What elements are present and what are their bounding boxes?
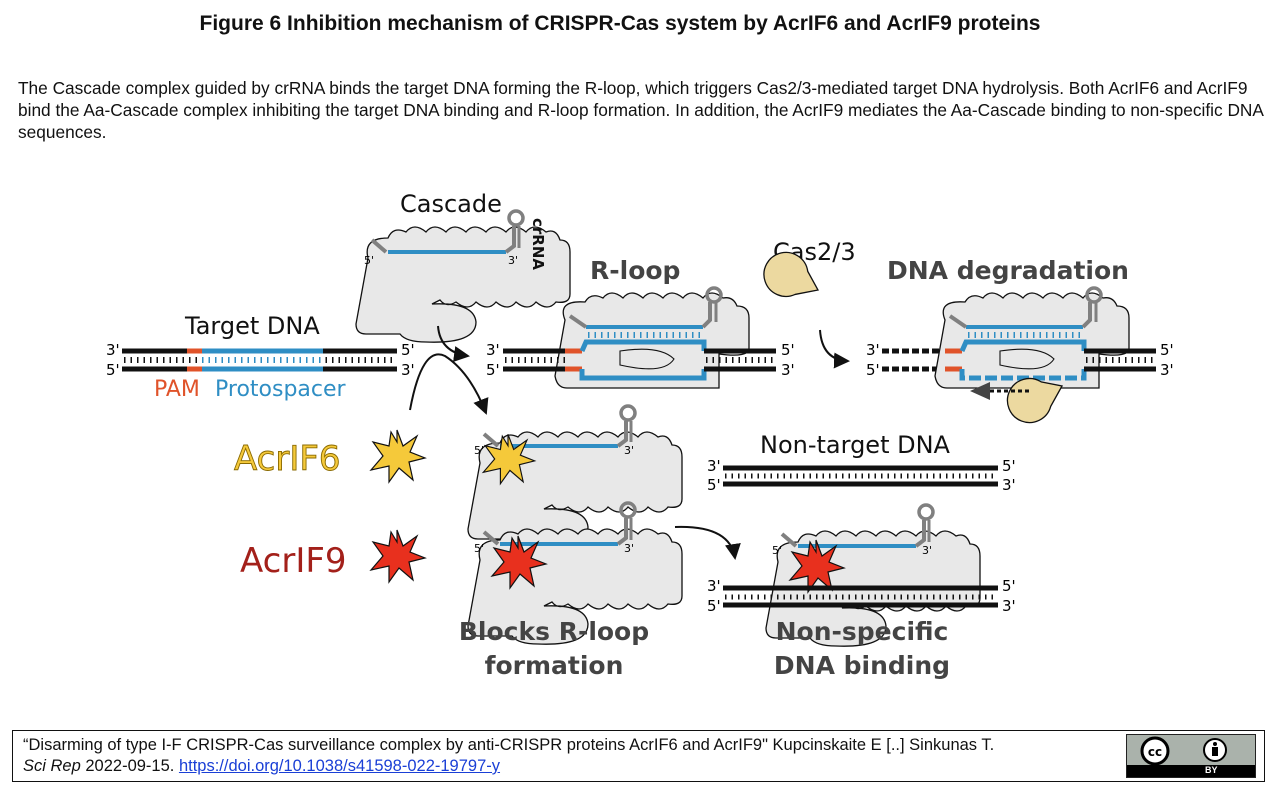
degradation-direction-arrow xyxy=(970,382,990,400)
five-prime-label: 5' xyxy=(474,444,484,457)
three-prime-label: 3' xyxy=(1002,476,1016,494)
five-prime-label: 5' xyxy=(781,341,795,359)
citation-title: “Disarming of type I-F CRISPR-Cas survei… xyxy=(23,736,995,754)
three-prime-label: 3' xyxy=(866,341,880,359)
degradation-complex: 3' 5' 5' 3' xyxy=(866,286,1174,424)
five-prime-label: 5' xyxy=(106,361,120,379)
by-label: BY xyxy=(1205,765,1218,775)
r-loop-label: R-loop xyxy=(590,256,680,285)
three-prime-label: 3' xyxy=(781,361,795,379)
arrow-to-rloop xyxy=(437,325,470,362)
citation-box: “Disarming of type I-F CRISPR-Cas survei… xyxy=(12,730,1265,782)
non-target-dna: 3' 5' 5' 3' xyxy=(707,457,1016,494)
three-prime-label: 3' xyxy=(707,457,721,475)
cc-by-license-badge[interactable]: cc BY xyxy=(1126,734,1256,778)
by-label-bar: BY xyxy=(1127,765,1255,777)
five-prime-label: 5' xyxy=(772,544,782,557)
five-prime-label: 5' xyxy=(1002,457,1016,475)
protospacer-label: Protospacer xyxy=(215,377,347,402)
blocks-rloop-label-line2: formation xyxy=(485,651,624,680)
doi-link[interactable]: https://doi.org/10.1038/s41598-022-19797… xyxy=(178,757,501,775)
citation-date: 2022-09-15. xyxy=(80,757,179,775)
three-prime-label: 3' xyxy=(486,341,500,359)
cascade-label: Cascade xyxy=(400,190,502,218)
svg-text:cc: cc xyxy=(1148,745,1162,759)
pam-label: PAM xyxy=(154,377,200,402)
five-prime-label: 5' xyxy=(364,254,374,267)
nonspecific-binding-label: Non-specific xyxy=(776,617,949,646)
figure-title: Figure 6 Inhibition mechanism of CRISPR-… xyxy=(199,12,1041,35)
three-prime-label: 3' xyxy=(106,341,120,359)
three-prime-label: 3' xyxy=(1002,597,1016,615)
crrna-label: crRNA xyxy=(529,218,547,270)
target-dna-label: Target DNA xyxy=(184,312,320,340)
r-loop-complex: 3' 5' 5' 3' xyxy=(486,286,795,389)
arrow-to-nonspecific xyxy=(674,525,741,560)
non-target-dna-label: Non-target DNA xyxy=(760,431,951,459)
acrif6-star-icon xyxy=(370,429,426,483)
five-prime-label: 5' xyxy=(401,341,415,359)
cas23-protein xyxy=(763,251,819,297)
arrow-to-degradation xyxy=(819,329,850,369)
five-prime-label: 5' xyxy=(707,597,721,615)
citation-source: Sci Rep 2022-09-15. https://doi.org/10.1… xyxy=(23,756,994,777)
cc-icons: cc xyxy=(1140,736,1227,766)
nonspecific-binding-label-line2: DNA binding xyxy=(774,651,950,680)
cascade-complex: 5' 3' xyxy=(355,209,571,343)
crispr-diagram: Cascade 5' 3' crRNA Target DNA 3' 5' 5' … xyxy=(106,190,1174,680)
acrif9-label: AcrIF9 xyxy=(240,541,347,581)
five-prime-label: 5' xyxy=(707,476,721,494)
five-prime-label: 5' xyxy=(1002,577,1016,595)
crrna-hairpin xyxy=(507,209,525,227)
acrif9-star-icon xyxy=(370,529,426,583)
cc-icon xyxy=(1140,736,1170,766)
figure-caption: The Cascade complex guided by crRNA bind… xyxy=(18,78,1263,142)
three-prime-label: 3' xyxy=(401,361,415,379)
three-prime-label: 3' xyxy=(624,444,634,457)
nonspecific-binding-complex: 5' 3' 3' 5' 5' 3' xyxy=(707,503,1016,647)
three-prime-label: 3' xyxy=(922,544,932,557)
acrif6-label: AcrIF6 xyxy=(234,439,341,479)
five-prime-label: 5' xyxy=(1160,341,1174,359)
citation-journal: Sci Rep xyxy=(23,757,81,775)
cascade-acrif9-bound: 5' 3' xyxy=(467,501,683,645)
five-prime-label: 5' xyxy=(866,361,880,379)
blocks-rloop-label: Blocks R-loop xyxy=(459,617,649,646)
arrow-to-inhibited xyxy=(409,353,489,415)
target-dna: 3' 5' 5' 3' xyxy=(106,341,415,379)
cascade-acrif6-bound: 5' 3' xyxy=(467,404,683,548)
three-prime-label: 3' xyxy=(508,254,518,267)
five-prime-label: 5' xyxy=(474,542,484,555)
citation-text: “Disarming of type I-F CRISPR-Cas survei… xyxy=(23,735,994,777)
five-prime-label: 5' xyxy=(486,361,500,379)
three-prime-label: 3' xyxy=(624,542,634,555)
dna-degradation-label: DNA degradation xyxy=(887,256,1129,285)
three-prime-label: 3' xyxy=(1160,361,1174,379)
three-prime-label: 3' xyxy=(707,577,721,595)
